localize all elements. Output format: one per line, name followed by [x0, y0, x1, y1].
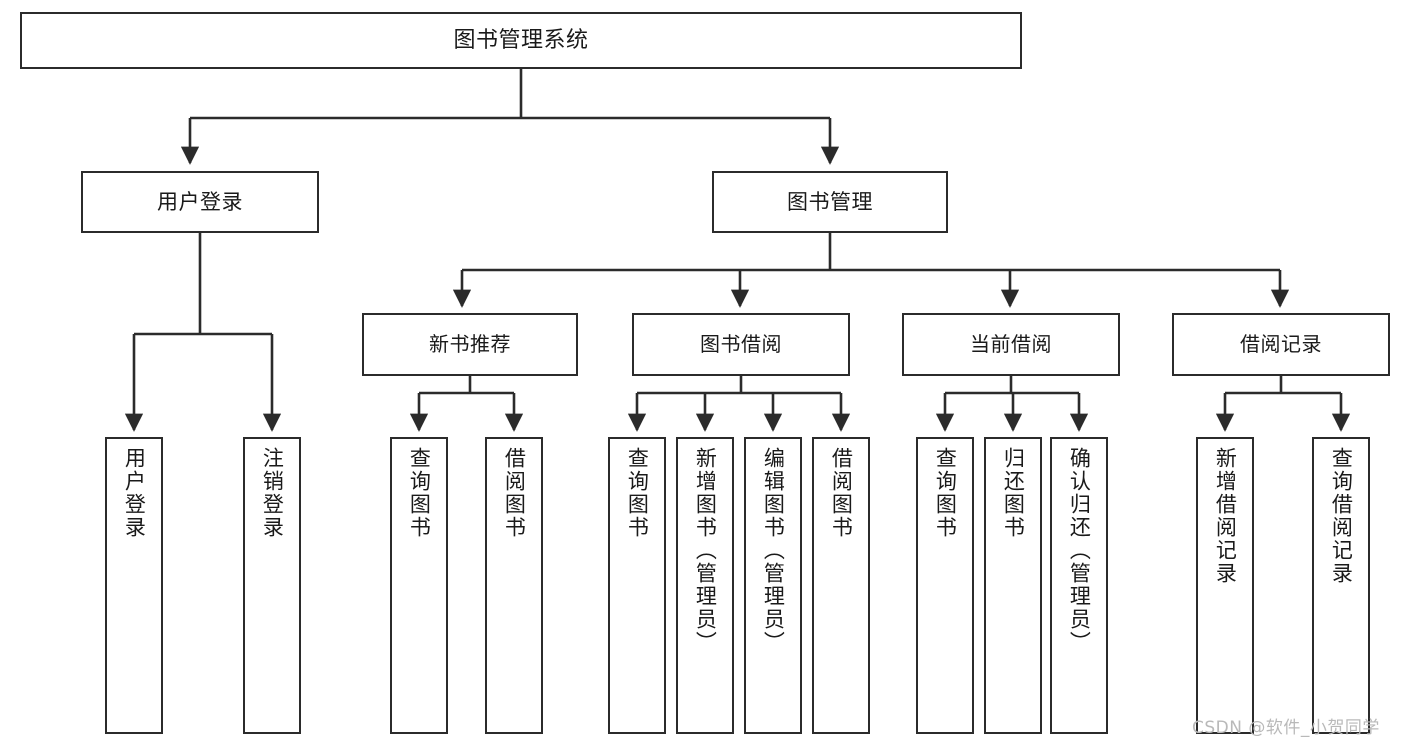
node-root[interactable]: 图书管理系统 — [20, 12, 1022, 69]
node-leaf-borrow-book-1-label: 借阅图书 — [502, 447, 527, 539]
node-leaf-user-logout-label: 注销登录 — [260, 447, 285, 539]
node-root-label: 图书管理系统 — [453, 27, 589, 53]
node-leaf-query-book-3[interactable]: 查询图书 — [916, 437, 974, 734]
node-leaf-user-login-label: 用户登录 — [122, 447, 147, 539]
node-leaf-query-record[interactable]: 查询借阅记录 — [1312, 437, 1370, 734]
node-leaf-add-book[interactable]: 新增图书（管理员） — [676, 437, 734, 734]
node-book-manage[interactable]: 图书管理 — [712, 171, 948, 233]
node-leaf-query-book-2[interactable]: 查询图书 — [608, 437, 666, 734]
node-leaf-user-logout[interactable]: 注销登录 — [243, 437, 301, 734]
node-current-borrow-label: 当前借阅 — [970, 332, 1052, 356]
node-leaf-query-book-3-label: 查询图书 — [933, 447, 958, 539]
node-leaf-add-record[interactable]: 新增借阅记录 — [1196, 437, 1254, 734]
node-current-borrow[interactable]: 当前借阅 — [902, 313, 1120, 376]
node-book-manage-label: 图书管理 — [787, 189, 873, 214]
node-leaf-query-book-1-label: 查询图书 — [407, 447, 432, 539]
node-book-borrow[interactable]: 图书借阅 — [632, 313, 850, 376]
node-leaf-confirm-return-label: 确认归还（管理员） — [1067, 447, 1092, 654]
node-leaf-query-book-1[interactable]: 查询图书 — [390, 437, 448, 734]
node-leaf-borrow-book-1[interactable]: 借阅图书 — [485, 437, 543, 734]
node-leaf-borrow-book-2-label: 借阅图书 — [829, 447, 854, 539]
node-leaf-borrow-book-2[interactable]: 借阅图书 — [812, 437, 870, 734]
csdn-watermark: CSDN @软件_小贺同学 — [1192, 718, 1380, 738]
node-leaf-user-login[interactable]: 用户登录 — [105, 437, 163, 734]
node-book-borrow-label: 图书借阅 — [700, 332, 782, 356]
node-new-book-rec[interactable]: 新书推荐 — [362, 313, 578, 376]
node-leaf-query-book-2-label: 查询图书 — [625, 447, 650, 539]
node-leaf-edit-book-label: 编辑图书（管理员） — [761, 447, 786, 654]
node-leaf-query-record-label: 查询借阅记录 — [1329, 447, 1354, 585]
node-leaf-return-book[interactable]: 归还图书 — [984, 437, 1042, 734]
node-user-login-label: 用户登录 — [157, 189, 243, 214]
node-leaf-add-book-label: 新增图书（管理员） — [693, 447, 718, 654]
node-new-book-rec-label: 新书推荐 — [429, 332, 511, 356]
node-leaf-confirm-return[interactable]: 确认归还（管理员） — [1050, 437, 1108, 734]
node-leaf-edit-book[interactable]: 编辑图书（管理员） — [744, 437, 802, 734]
node-borrow-record-label: 借阅记录 — [1240, 332, 1322, 356]
node-leaf-return-book-label: 归还图书 — [1001, 447, 1026, 539]
node-leaf-add-record-label: 新增借阅记录 — [1213, 447, 1238, 585]
node-borrow-record[interactable]: 借阅记录 — [1172, 313, 1390, 376]
node-user-login[interactable]: 用户登录 — [81, 171, 319, 233]
